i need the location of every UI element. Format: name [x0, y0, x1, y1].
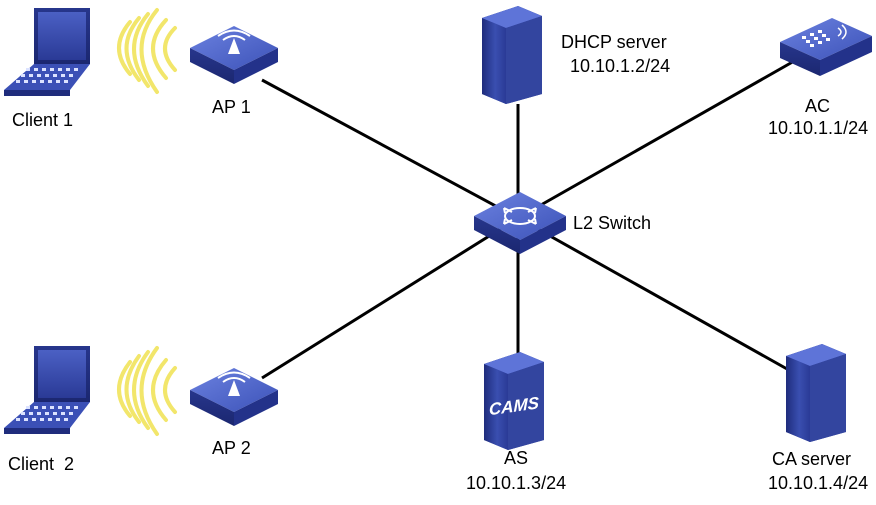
client2-laptop-icon [4, 346, 90, 434]
ac-ip: 10.10.1.1/24 [768, 118, 869, 138]
client2-label: Client 2 [8, 454, 75, 474]
client1-label: Client 1 [12, 110, 74, 130]
ap1-access-point-icon [190, 26, 278, 84]
ca-server-ip: 10.10.1.4/24 [768, 473, 869, 493]
link-switch-ca [517, 216, 797, 376]
as-label: AS [504, 448, 529, 468]
ap1-label: AP 1 [212, 97, 251, 117]
switch-label: L2 Switch [573, 213, 652, 233]
dhcp-server-label: DHCP server [561, 32, 667, 52]
ap2-access-point-icon [190, 368, 278, 426]
ap2-label: AP 2 [212, 438, 251, 458]
dhcp-server-ip: 10.10.1.2/24 [570, 56, 671, 76]
client1-laptop-icon [4, 8, 90, 96]
l2-switch-icon [474, 192, 566, 254]
wifi-waves-ap2 [117, 346, 177, 436]
dhcp-server-icon [482, 6, 542, 104]
ca-server-label: CA server [772, 449, 852, 469]
as-server-icon: CAMS [484, 352, 544, 450]
ca-server-icon [786, 344, 846, 442]
link-switch-ac [517, 58, 797, 220]
ac-access-controller-icon [780, 18, 872, 76]
ac-label: AC [805, 96, 831, 116]
link-switch-ap1 [261, 78, 519, 220]
wifi-waves-ap1 [117, 8, 177, 94]
as-ip: 10.10.1.3/24 [466, 473, 567, 493]
link-switch-ap2 [261, 216, 519, 380]
